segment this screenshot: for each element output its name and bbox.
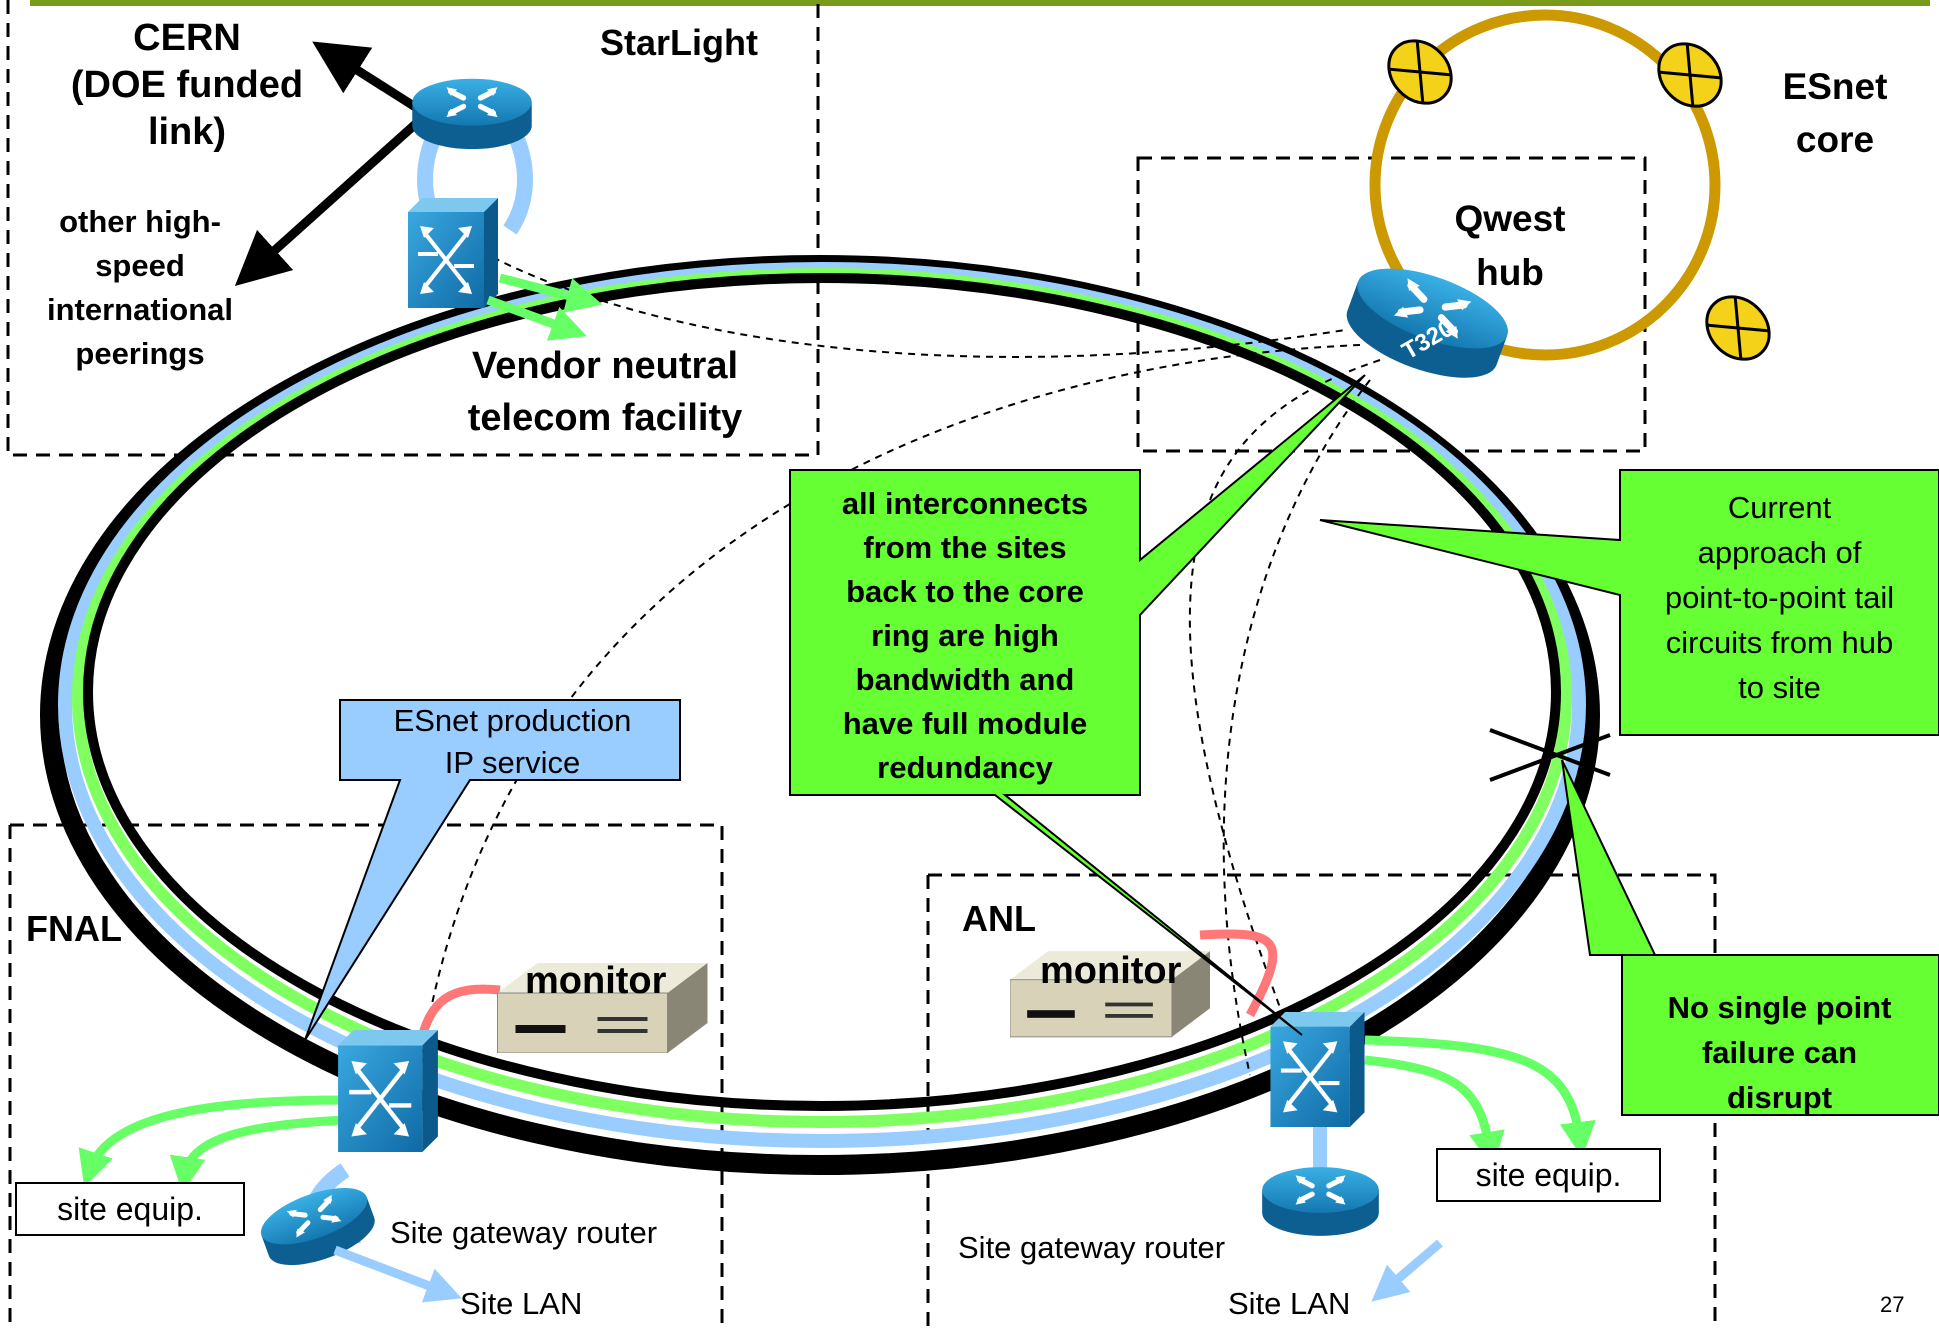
anl-switch (1270, 1012, 1364, 1127)
anl-site-lan-label: Site LAN (1228, 1286, 1351, 1321)
vendor-neutral-label: Vendor neutral telecom facility (467, 345, 743, 439)
anl-monitor-link (1199, 929, 1278, 1018)
anl-monitor-label: monitor (1040, 950, 1182, 992)
tail-circuits (419, 244, 1381, 1076)
core-node (1705, 295, 1771, 361)
fnal-site-lan-label: Site LAN (460, 1286, 583, 1321)
anl-site-equip-box: site equip. (1436, 1148, 1661, 1202)
interconnects-callout-shape (789, 374, 1366, 1036)
esnet-ip-callout-shape (304, 699, 681, 1041)
fnal-label: FNAL (26, 908, 122, 949)
anl-gateway-label: Site gateway router (958, 1230, 1226, 1265)
international-arrow (234, 116, 424, 287)
fnal-site-lan-arrow (333, 1245, 462, 1303)
core-node (1387, 39, 1453, 105)
starlight-switch (408, 198, 498, 308)
starlight-region (6, 0, 820, 457)
international-peerings-label: other high- speed international peerings (46, 204, 233, 371)
fnal-site-equip-box: site equip. (15, 1182, 245, 1236)
interconnects-callout: all interconnects from the sites back to… (841, 486, 1089, 785)
metro-ring (40, 255, 1600, 1175)
fnal-monitor-label: monitor (525, 960, 667, 1002)
esnet-ip-callout: ESnet production IP service (393, 703, 632, 780)
starlight-label: StarLight (600, 22, 758, 63)
fnal-green-arrows (78, 1095, 346, 1193)
anl-site-lan-arrow (1371, 1239, 1443, 1302)
top-rule (30, 0, 1930, 6)
anl-gateway-router (1262, 1167, 1379, 1236)
anl-label: ANL (962, 898, 1036, 939)
anl-region (926, 873, 1717, 1328)
fnal-switch (338, 1030, 438, 1152)
esnet-core-label: ESnet core (1782, 66, 1888, 160)
ring-break-marker (1489, 728, 1611, 782)
esnet-core-ring (1369, 9, 1721, 361)
vendor-green-arrow (486, 295, 587, 341)
current-approach-callout-shape (1319, 469, 1939, 736)
anl-green-arrows (1364, 1035, 1596, 1168)
no-single-point-callout: No single point failure can disrupt (1667, 990, 1892, 1115)
vendor-green-arrow (498, 273, 603, 313)
cern-arrow (312, 41, 423, 114)
t320-router: T320 (1337, 252, 1518, 394)
core-node (1657, 42, 1723, 108)
qwest-hub-label: Qwest hub (1454, 198, 1566, 293)
page-number: 27 (1880, 1292, 1905, 1317)
no-single-point-callout-shape (1561, 759, 1939, 1116)
fnal-gateway-label: Site gateway router (390, 1215, 658, 1250)
starlight-router (412, 79, 531, 149)
current-approach-callout: Current approach of point-to-point tail … (1664, 490, 1895, 705)
cern-label: CERN (DOE funded link) (70, 17, 304, 153)
